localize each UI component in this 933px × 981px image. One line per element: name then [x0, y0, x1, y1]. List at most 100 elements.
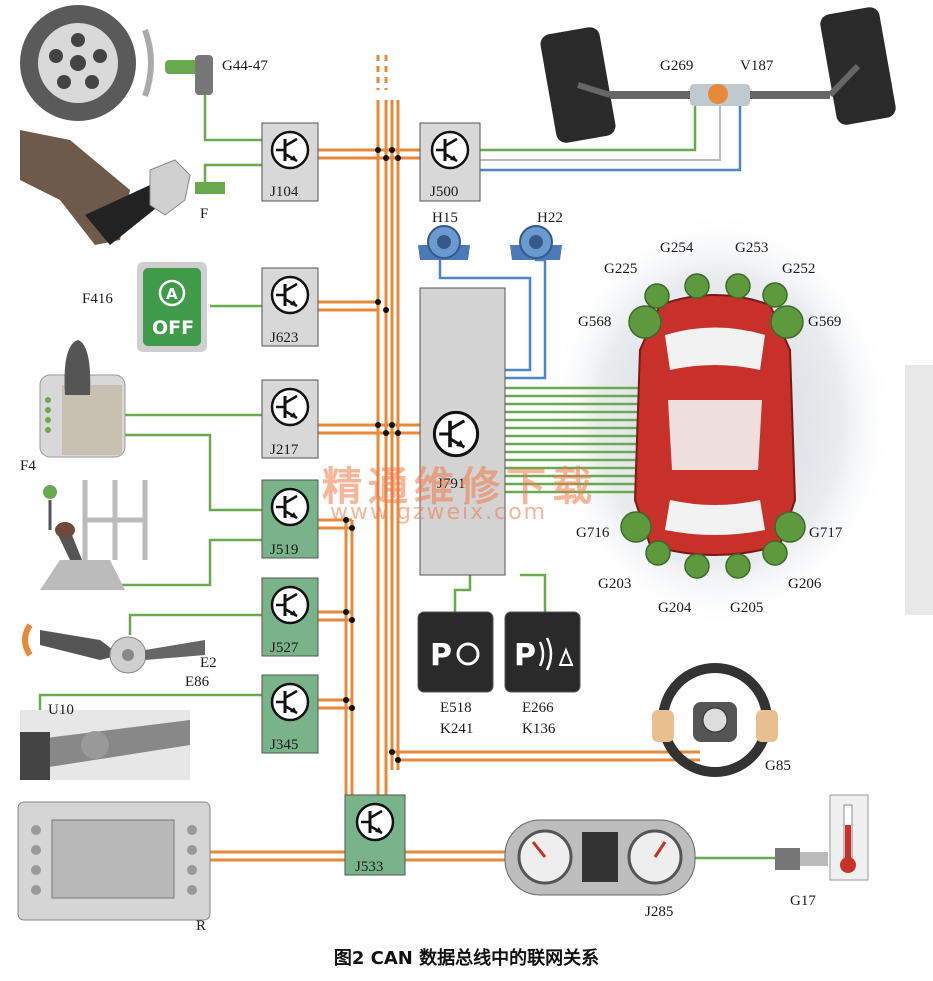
figure-caption: 图2 CAN 数据总线中的联网关系 — [333, 948, 600, 969]
sensor-g206 — [762, 540, 788, 566]
svg-text:P: P — [514, 638, 536, 673]
park-assist-icon: P — [417, 611, 494, 693]
ecu-j519-label: J519 — [270, 542, 298, 558]
steering-wheel-icon — [652, 663, 778, 777]
label-e86: E86 — [185, 674, 210, 690]
instrument-cluster-icon — [504, 819, 696, 896]
label-h15: H15 — [432, 210, 458, 226]
transistor-symbol-icon — [270, 585, 310, 625]
watermark-url: www.gzweix.com — [330, 500, 548, 525]
car-body — [633, 294, 797, 556]
label-j285: J285 — [645, 904, 673, 920]
label-f4: F4 — [20, 458, 36, 474]
ecu-j104: J104 — [261, 122, 319, 202]
label-v187: V187 — [740, 58, 774, 74]
ecu-j519: J519 — [261, 479, 319, 559]
signal-lines-gray — [480, 100, 721, 161]
label-f416: F416 — [82, 291, 113, 307]
label-g204: G204 — [658, 600, 692, 616]
brake-pedal-icon — [20, 130, 225, 245]
park-distance-icon: P — [504, 611, 581, 693]
ecu-j533-gateway: J533 — [344, 794, 406, 876]
ecu-j527: J527 — [261, 577, 319, 657]
sensor-g569 — [770, 305, 804, 339]
transistor-symbol-icon — [432, 410, 480, 458]
ecu-j791-label: J791 — [437, 476, 465, 492]
sensor-g252 — [762, 282, 788, 308]
buzzer-h15 — [418, 225, 470, 260]
label-f: F — [200, 206, 208, 222]
transistor-symbol-icon — [430, 130, 470, 170]
parking-sensors — [620, 273, 806, 579]
buzzer-h22 — [510, 225, 562, 260]
label-g253: G253 — [735, 240, 768, 256]
label-g203: G203 — [598, 576, 631, 592]
f416-off-text: OFF — [152, 317, 194, 339]
can-bus-lines — [210, 55, 700, 862]
label-g569: G569 — [808, 314, 841, 330]
trailer-hitch-icon — [20, 710, 190, 780]
transistor-symbol-icon — [270, 682, 310, 722]
f416-symbol: A — [166, 285, 178, 303]
wheel-speed-sensor — [165, 55, 213, 95]
ecu-j623: J623 — [261, 267, 319, 347]
label-r: R — [196, 918, 206, 934]
ecu-j217: J217 — [261, 379, 319, 459]
side-tab — [905, 365, 933, 615]
label-g206: G206 — [788, 576, 822, 592]
gear-selector-icon — [39, 340, 126, 458]
sensor-g205 — [725, 553, 751, 579]
label-g568: G568 — [578, 314, 611, 330]
transistor-symbol-icon — [270, 487, 310, 527]
radio-navigation-icon — [17, 801, 211, 921]
ecu-j217-label: J217 — [270, 442, 299, 458]
svg-text:P: P — [430, 638, 452, 673]
sensor-g204 — [684, 553, 710, 579]
ecu-j623-label: J623 — [270, 330, 298, 346]
sensor-g225 — [644, 283, 670, 309]
label-h22: H22 — [537, 210, 563, 226]
ecu-j791: J791 — [419, 287, 506, 576]
label-g85: G85 — [765, 758, 791, 774]
label-e518: E518 — [440, 700, 472, 716]
transistor-symbol-icon — [355, 802, 395, 842]
ecu-j500-label: J500 — [430, 184, 458, 200]
label-g44-47: G44-47 — [222, 58, 268, 74]
ecu-j104-label: J104 — [270, 184, 299, 200]
ecu-j527-label: J527 — [270, 640, 299, 656]
label-g254: G254 — [660, 240, 694, 256]
sensor-g568 — [628, 305, 662, 339]
coolant-temp-sensor — [775, 848, 828, 870]
wheel-icon — [20, 5, 154, 121]
label-g17: G17 — [790, 893, 816, 909]
label-e266: E266 — [522, 700, 554, 716]
ecu-j345-label: J345 — [270, 737, 298, 753]
label-e2: E2 — [200, 655, 217, 671]
label-g205: G205 — [730, 600, 763, 616]
label-g716: G716 — [576, 525, 610, 541]
sensor-g717 — [774, 511, 806, 543]
sensor-g253 — [725, 273, 751, 299]
thermometer-icon — [829, 794, 869, 881]
sensor-g203 — [645, 540, 671, 566]
turn-signal-stalk-icon — [22, 623, 205, 674]
sensor-g254 — [684, 273, 710, 299]
transistor-symbol-icon — [270, 130, 310, 170]
ecu-j345: J345 — [261, 674, 319, 754]
ecu-j533-label: J533 — [355, 859, 383, 875]
transistor-symbol-icon — [270, 275, 310, 315]
sensor-g716 — [620, 511, 652, 543]
f416-button: A OFF — [137, 262, 207, 352]
label-g252: G252 — [782, 261, 815, 277]
label-g225: G225 — [604, 261, 637, 277]
steering-rack-icon — [540, 7, 896, 143]
label-g269: G269 — [660, 58, 693, 74]
watermark-title: 精通维修下载 — [322, 464, 598, 510]
ecu-j500: J500 — [419, 122, 481, 202]
transistor-symbol-icon — [270, 387, 310, 427]
manual-shifter-icon — [40, 480, 148, 590]
label-u10: U10 — [48, 702, 74, 718]
label-g717: G717 — [809, 525, 843, 541]
bus-junctions — [343, 147, 401, 763]
